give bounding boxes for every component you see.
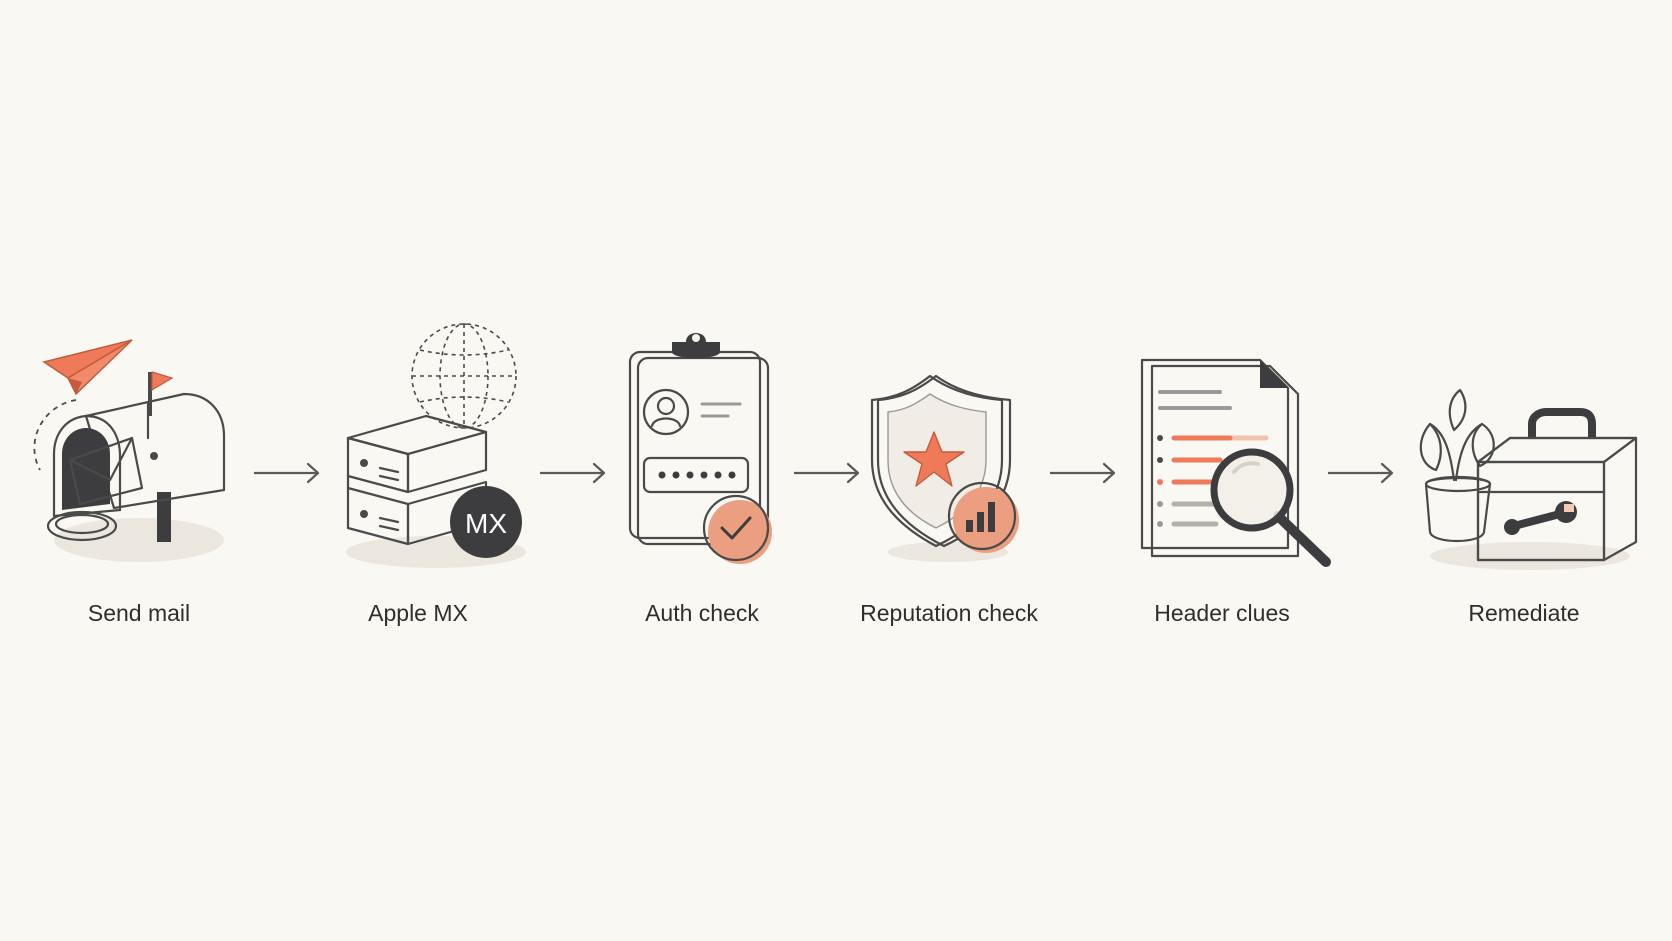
paper-plane-icon [42, 339, 133, 396]
arrow-right-icon [254, 462, 320, 484]
clipboard-auth-icon [628, 333, 772, 564]
document-magnifier-icon [1140, 358, 1331, 567]
shield-star-icon [870, 374, 1019, 562]
step-auth-check [624, 320, 794, 590]
step-label: Auth check [645, 600, 759, 626]
envelope-icon [68, 436, 144, 506]
arrow-right-icon [1050, 462, 1116, 484]
toolbox-icon [1419, 388, 1638, 570]
step-label: Apple MX [368, 600, 468, 626]
step-apple-mx: MX [336, 320, 536, 590]
mx-badge: MX [465, 508, 507, 539]
step-label: Reputation check [860, 600, 1038, 626]
step-send-mail [24, 320, 234, 590]
step-label: Remediate [1468, 600, 1580, 626]
step-reputation-check [868, 320, 1038, 590]
step-label: Send mail [87, 600, 191, 626]
arrow-right-icon [1328, 462, 1394, 484]
step-header-clues [1136, 320, 1336, 590]
step-label: Header clues [1154, 600, 1290, 626]
wrench-icon [1504, 501, 1577, 535]
mailbox-icon [33, 339, 226, 562]
globe-icon [411, 323, 517, 429]
magnifier-icon [1210, 448, 1331, 567]
mx-server-icon: MX [346, 323, 526, 568]
arrow-right-icon [540, 462, 606, 484]
step-remediate [1410, 320, 1640, 590]
plant-icon [1419, 388, 1495, 542]
arrow-right-icon [794, 462, 860, 484]
